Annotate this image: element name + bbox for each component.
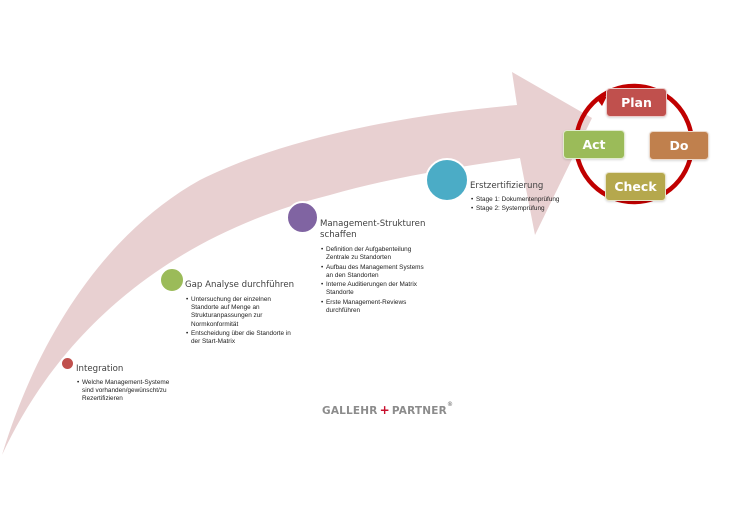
registered-mark: ® [446, 401, 454, 408]
bullet-item: Entscheidung über die Standorte in der S… [186, 330, 294, 346]
stage-title-integration: Integration [76, 364, 124, 374]
stage-title-management-structures: Management-Strukturen schaffen [320, 219, 426, 240]
bullet-item: Definition der Aufgabenteilung Zentrale … [321, 246, 431, 262]
stage-bullets-initial-certification: Stage 1: Dokumentenprüfung Stage 2: Syst… [471, 196, 591, 215]
logo-plus-icon: + [379, 403, 390, 417]
pdca-do-box: Do [649, 131, 709, 160]
stage-bullets-management-structures: Definition der Aufgabenteilung Zentrale … [321, 246, 431, 316]
stage-bullets-gap-analysis: Untersuchung der einzelnen Standorte auf… [186, 296, 294, 348]
bullet-item: Erste Management-Reviews durchführen [321, 299, 431, 315]
pdca-check-box: Check [605, 172, 666, 201]
bullet-item: Welche Management-Systeme sind vorhanden… [77, 379, 177, 404]
bullet-item: Stage 1: Dokumentenprüfung [471, 196, 591, 204]
logo-text-left: GALLEHR [322, 405, 378, 417]
stage-marker-gap-analysis [159, 267, 185, 293]
bullet-item: Interne Auditierungen der Matrix Standor… [321, 281, 431, 297]
pdca-act-box: Act [563, 130, 625, 159]
stage-title-initial-certification: Erstzertifizierung [470, 181, 544, 191]
ring-arrowhead-icon [596, 96, 607, 106]
company-logo: GALLEHR+PARTNER® [322, 401, 454, 417]
stage-bullets-integration: Welche Management-Systeme sind vorhanden… [77, 379, 177, 405]
bullet-item: Untersuchung der einzelnen Standorte auf… [186, 296, 294, 329]
stage-marker-initial-certification [425, 158, 469, 202]
logo-text-right: PARTNER [391, 405, 447, 417]
stage-marker-integration [60, 356, 75, 371]
bullet-item: Aufbau des Management Systems an den Sta… [321, 264, 431, 280]
bullet-item: Stage 2: Systemprüfung [471, 205, 591, 213]
stage-marker-management-structures [286, 201, 319, 234]
pdca-plan-box: Plan [606, 88, 667, 117]
stage-title-gap-analysis: Gap Analyse durchführen [185, 280, 295, 290]
